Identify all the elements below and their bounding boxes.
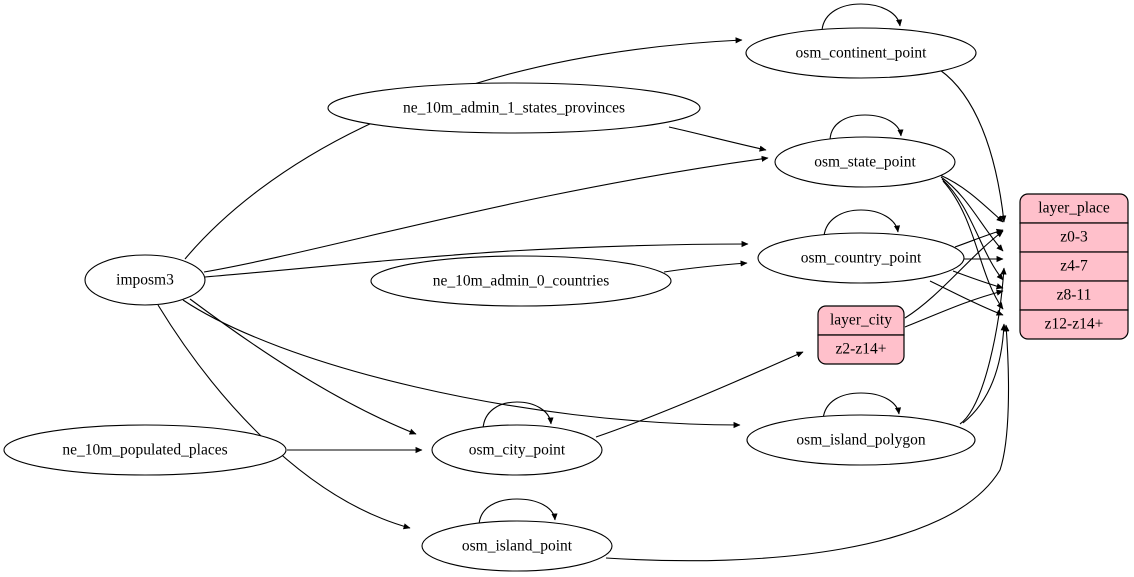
node-ne-10m-populated-places[interactable]: ne_10m_populated_places — [3, 424, 287, 476]
edge-osm-state-point-to-layer-place-z12-z14 — [942, 180, 1004, 310]
edge-self-osm-island-polygon — [822, 392, 902, 420]
node-osm-country-point-label: osm_country_point — [801, 250, 922, 267]
edge-osm-state-point-to-layer-place-z0-3 — [939, 174, 1004, 223]
edge-imposm3-to-osm-continent-point — [184, 37, 743, 260]
node-osm-state-point-label: osm_state_point — [814, 154, 916, 171]
node-imposm3-label: imposm3 — [116, 272, 174, 289]
record-layer-place-row-z12-z14[interactable]: z12-z14+ — [1045, 316, 1104, 333]
node-ne-populated-label: ne_10m_populated_places — [62, 442, 227, 459]
node-osm-island-point[interactable]: osm_island_point — [421, 520, 613, 572]
edge-self-osm-state-point — [829, 114, 904, 142]
node-osm-continent-point-label: osm_continent_point — [796, 45, 928, 62]
record-layer-place-row-z8-11[interactable]: z8-11 — [1057, 287, 1092, 304]
record-layer-city-row-z2-z14[interactable]: z2-z14+ — [836, 341, 887, 358]
edge-imposm3-to-osm-country-point — [204, 240, 749, 278]
node-ne-countries-label: ne_10m_admin_0_countries — [433, 273, 610, 290]
edge-imposm3-to-osm-state-point — [203, 155, 769, 273]
edge-imposm3-to-osm-island-point — [157, 304, 411, 530]
edge-osm-country-point-to-layer-place-z0-3 — [954, 228, 1004, 248]
edge-osm-island-polygon-to-layer-place-z12-z14 — [962, 323, 1007, 424]
edge-ne-states-to-osm-state-point — [668, 126, 767, 152]
node-osm-island-point-label: osm_island_point — [462, 538, 573, 555]
node-osm-city-point[interactable]: osm_city_point — [431, 424, 603, 476]
edge-osm-island-polygon-to-layer-place-z4-7 — [959, 267, 1007, 425]
node-ne-10m-admin-0-countries[interactable]: ne_10m_admin_0_countries — [370, 255, 672, 307]
edge-osm-state-point-to-layer-place-z8-11 — [941, 178, 1004, 281]
node-imposm3[interactable]: imposm3 — [84, 254, 206, 306]
record-layer-place-row-z0-3[interactable]: z0-3 — [1060, 229, 1088, 246]
edge-osm-island-point-to-layer-place-z12-z14 — [605, 324, 1010, 562]
record-layer-city-title: layer_city — [830, 312, 892, 329]
node-osm-city-point-label: osm_city_point — [469, 442, 566, 459]
edge-imposm3-to-osm-island-polygon — [182, 299, 741, 429]
edge-osm-city-point-to-layer-city-z2-z14 — [595, 351, 804, 438]
edge-self-osm-island-point — [478, 498, 558, 526]
node-osm-continent-point[interactable]: osm_continent_point — [745, 27, 977, 79]
edge-osm-continent-point-to-layer-place-z0-3 — [939, 69, 1007, 223]
edge-self-osm-city-point — [482, 401, 554, 430]
node-osm-island-polygon-label: osm_island_polygon — [796, 432, 925, 449]
edge-self-osm-continent-point — [821, 3, 903, 31]
nodes-layer: imposm3 ne_10m_admin_1_states_provinces … — [3, 27, 977, 572]
record-layer-place-title: layer_place — [1038, 200, 1110, 217]
node-ne-states-label: ne_10m_admin_1_states_provinces — [403, 100, 625, 117]
node-osm-country-point[interactable]: osm_country_point — [757, 232, 965, 284]
edge-osm-state-point-to-layer-place-z4-7 — [940, 176, 1004, 252]
record-layer-place[interactable]: layer_place z0-3 z4-7 z8-11 z12-z14+ — [1019, 193, 1129, 340]
edge-layer-city-to-layer-place-z0-3 — [904, 230, 1004, 319]
node-osm-island-polygon[interactable]: osm_island_polygon — [746, 414, 976, 466]
edge-imposm3-to-osm-city-point — [189, 298, 417, 435]
edge-self-osm-country-point — [823, 209, 901, 237]
node-osm-state-point[interactable]: osm_state_point — [774, 136, 956, 188]
edge-layer-city-to-layer-place-z8-11 — [904, 289, 1004, 328]
node-ne-10m-admin-1-states-provinces[interactable]: ne_10m_admin_1_states_provinces — [327, 82, 701, 134]
edge-osm-country-point-to-layer-place-z12-z14 — [929, 280, 1004, 316]
record-layer-place-row-z4-7[interactable]: z4-7 — [1060, 258, 1088, 275]
record-layer-city[interactable]: layer_city z2-z14+ — [817, 305, 905, 365]
edge-osm-country-point-to-layer-place-z8-11 — [952, 270, 1004, 290]
edge-ne-countries-to-osm-country-point — [663, 260, 748, 273]
